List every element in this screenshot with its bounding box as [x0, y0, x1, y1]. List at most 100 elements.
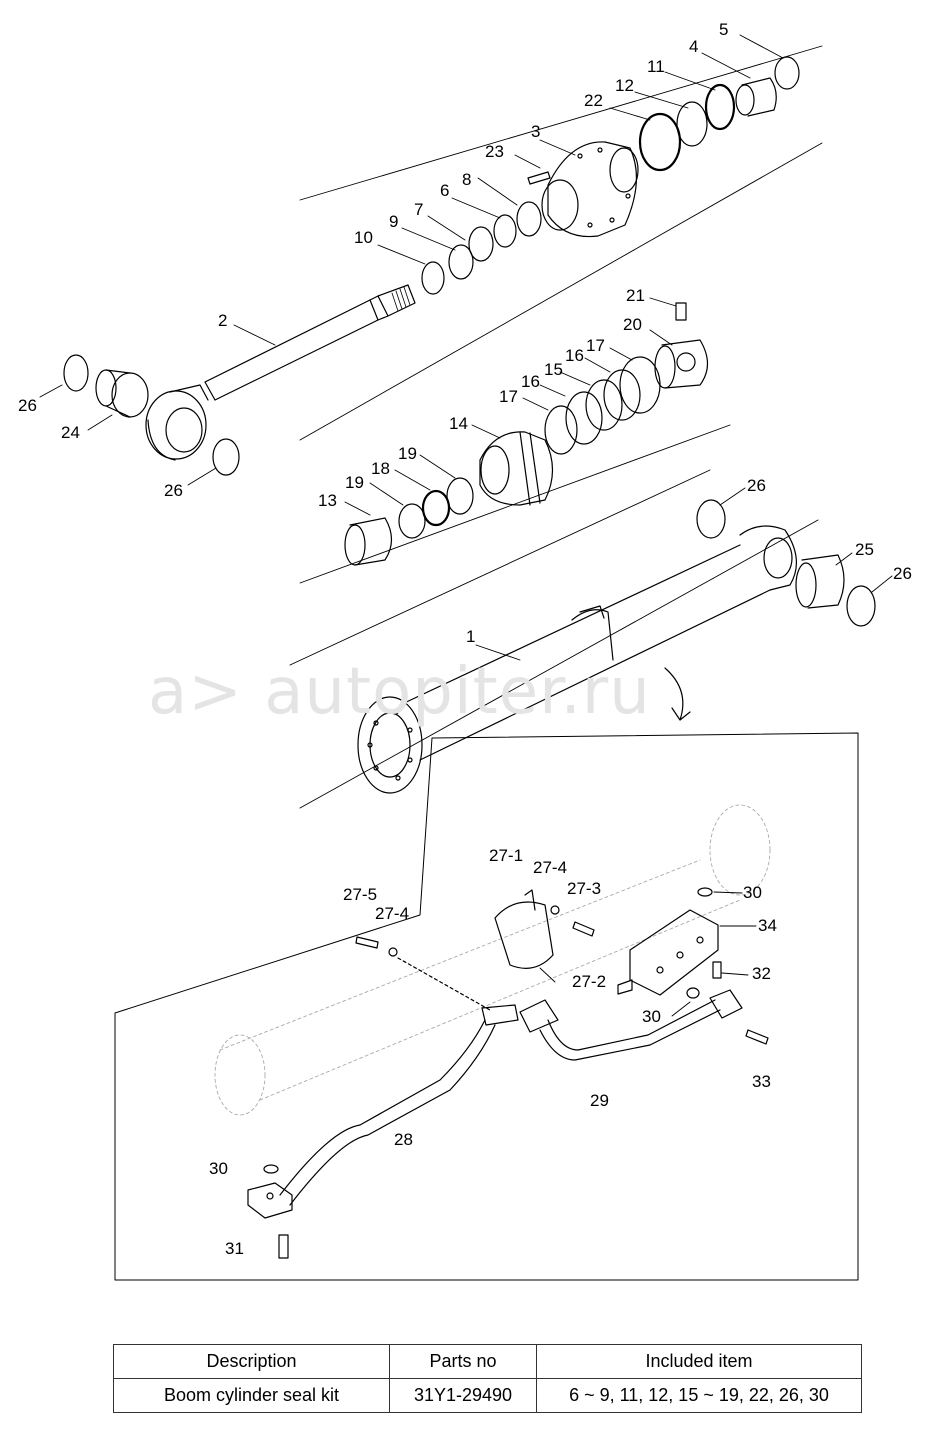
callout-11: 11	[647, 57, 665, 76]
table-header-row: Description Parts no Included item	[113, 1344, 862, 1379]
callout-9: 9	[389, 212, 399, 231]
callout-23: 23	[485, 142, 504, 161]
ring-26-bottom	[212, 438, 240, 476]
callout-29: 29	[590, 1091, 609, 1110]
callout-21: 21	[626, 286, 645, 305]
callout-8: 8	[462, 170, 472, 189]
callout-19-top: 19	[398, 444, 417, 463]
callout-14: 14	[449, 414, 468, 433]
bolt-31	[278, 1234, 289, 1259]
cell-parts-no: 31Y1-29490	[389, 1378, 537, 1413]
callout-24: 24	[61, 423, 80, 442]
detail-arrow	[664, 667, 691, 721]
callout-30-mid: 30	[642, 1007, 661, 1026]
valve-block-34	[617, 909, 719, 996]
oring-30-mid	[686, 987, 700, 999]
bushing-13	[344, 517, 393, 566]
bolt-33	[745, 1029, 769, 1045]
header-included-item: Included item	[536, 1344, 862, 1379]
piston-14	[479, 431, 554, 506]
callout-1: 1	[466, 627, 476, 646]
callout-27-2: 27-2	[572, 972, 607, 991]
callout-18: 18	[371, 459, 390, 478]
bushing-4	[735, 77, 777, 117]
set-screw-21	[675, 302, 687, 321]
table-row: Boom cylinder seal kit 31Y1-29490 6 ~ 9,…	[113, 1378, 862, 1413]
oring-18	[421, 489, 451, 527]
callout-10: 10	[354, 228, 373, 247]
callout-22: 22	[584, 91, 603, 110]
nut-20	[654, 339, 709, 389]
bolt-32	[712, 961, 722, 979]
callout-27-3: 27-3	[567, 879, 602, 898]
ring-12	[676, 101, 708, 147]
clamp-27-1	[494, 889, 554, 969]
callout-7: 7	[414, 200, 424, 219]
bushing-25	[795, 554, 845, 609]
dashed-guide	[397, 957, 491, 1011]
pipe-28	[279, 999, 559, 1206]
callout-16-top: 16	[565, 346, 584, 365]
callout-17-bottom: 17	[499, 387, 518, 406]
gland-3	[541, 141, 639, 238]
callout-27-1: 27-1	[489, 846, 524, 865]
callout-17-top: 17	[586, 336, 605, 355]
ring-5	[774, 56, 800, 90]
callout-19-left: 19	[345, 473, 364, 492]
bolt-27-3	[572, 921, 595, 937]
oring-22	[638, 112, 682, 172]
callout-32: 32	[752, 964, 771, 983]
callout-25: 25	[855, 540, 874, 559]
ring-26-tube-top	[696, 499, 726, 539]
washer-27-4-right	[550, 905, 560, 915]
callout-2: 2	[218, 311, 228, 330]
callout-27-5: 27-5	[343, 885, 378, 904]
callout-31: 31	[225, 1239, 244, 1258]
cell-description: Boom cylinder seal kit	[113, 1378, 390, 1413]
ghost-cylinder	[214, 804, 771, 1116]
bolt-23	[527, 171, 551, 185]
callout-30-bottom: 30	[209, 1159, 228, 1178]
callout-27-4-top: 27-4	[533, 858, 568, 877]
callout-33: 33	[752, 1072, 771, 1091]
ring-26-left	[63, 354, 89, 392]
bolt-27-5	[355, 936, 379, 949]
pipe-29	[539, 989, 743, 1061]
cylinder-tube	[357, 525, 797, 794]
seal-kit-table: Description Parts no Included item Boom …	[113, 1344, 862, 1413]
header-description: Description	[113, 1344, 390, 1379]
ring-19-left	[398, 503, 426, 539]
washer-27-4-left	[388, 947, 398, 957]
callout-3: 3	[531, 122, 541, 141]
rod-seals	[421, 201, 542, 295]
callout-5: 5	[719, 20, 729, 39]
oring-11	[704, 83, 736, 131]
callout-15: 15	[544, 360, 563, 379]
ring-19-right	[446, 477, 474, 515]
piston-seals	[544, 356, 661, 455]
header-parts-no: Parts no	[389, 1344, 537, 1379]
oring-30-bottom	[263, 1164, 279, 1174]
oring-30-top	[697, 887, 713, 897]
bushing-24	[95, 369, 149, 418]
callout-27-4-left: 27-4	[375, 904, 410, 923]
watermark: a> autopiter.ru	[148, 655, 651, 729]
axis-lines	[289, 45, 823, 809]
callout-26-bottom: 26	[164, 481, 183, 500]
cell-included-item: 6 ~ 9, 11, 12, 15 ~ 19, 22, 26, 30	[536, 1378, 862, 1413]
piston-rod	[145, 284, 416, 461]
detail-box-outline	[114, 732, 859, 1281]
leader-lines	[39, 34, 893, 1017]
callout-26-right: 26	[893, 564, 912, 583]
watermark-logo: a>	[148, 655, 243, 729]
callout-28: 28	[394, 1130, 413, 1149]
flange-31	[247, 1182, 293, 1219]
callout-30-top: 30	[743, 883, 762, 902]
watermark-text: autopiter.ru	[264, 655, 651, 729]
callout-16-bottom: 16	[521, 372, 540, 391]
callout-4: 4	[689, 37, 699, 56]
callout-13: 13	[318, 491, 337, 510]
callout-6: 6	[440, 181, 450, 200]
